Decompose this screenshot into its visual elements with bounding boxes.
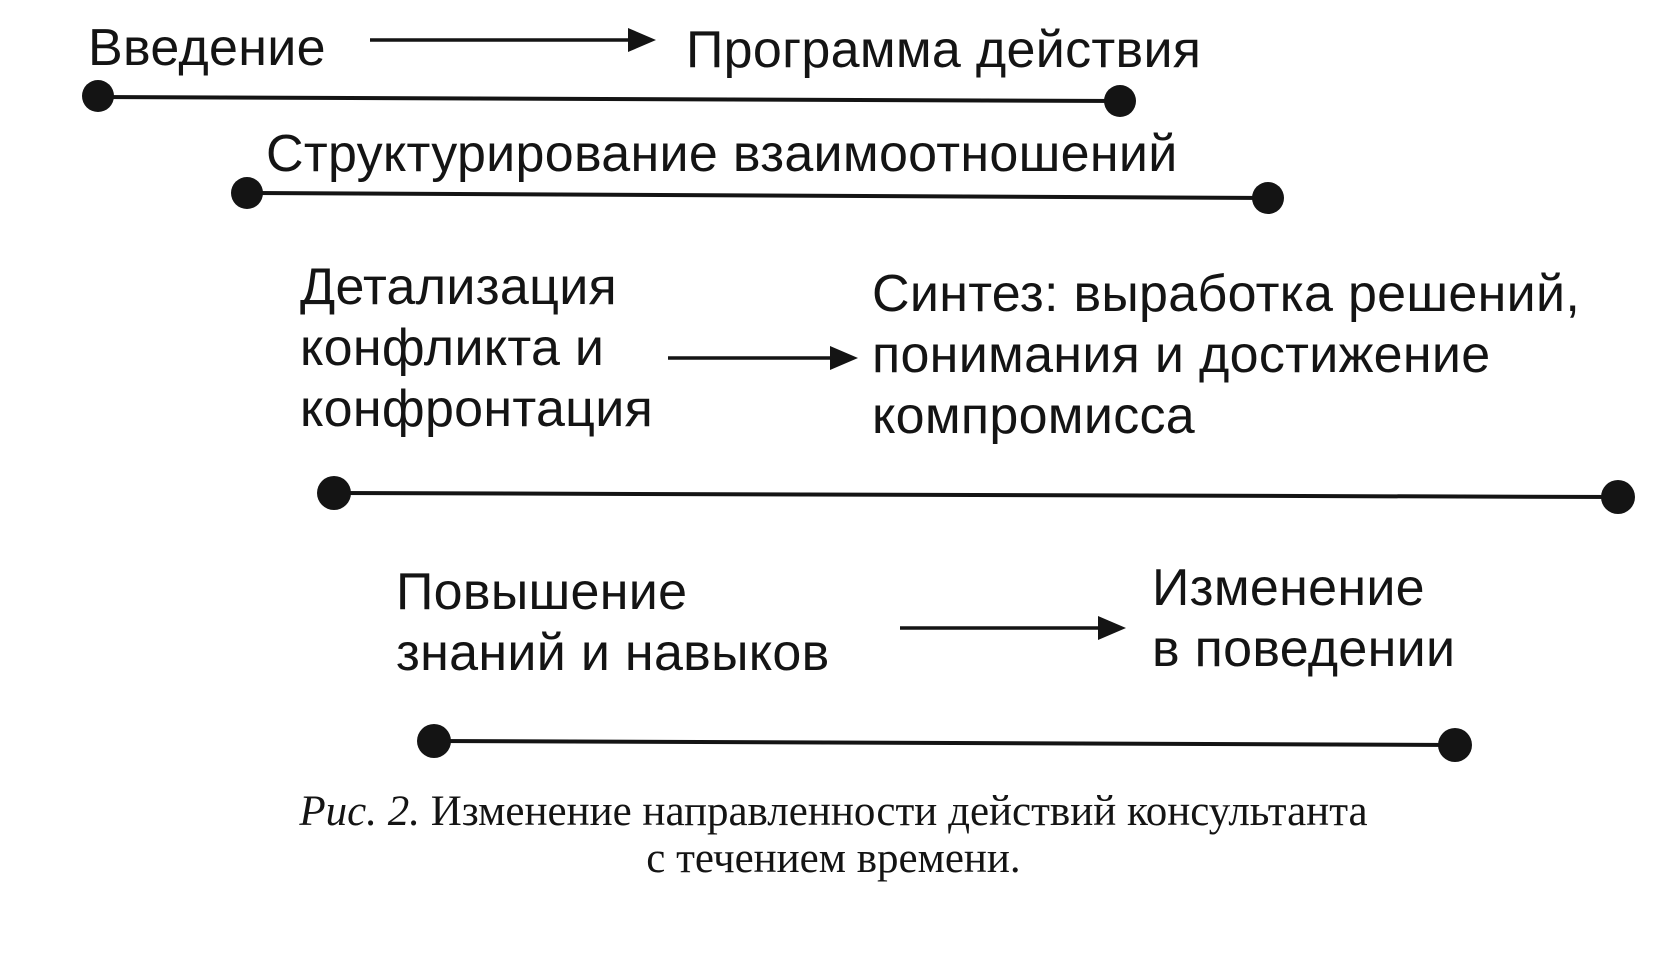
figure-caption-line-2: с течением времени. (646, 835, 1021, 882)
label-synthesis-line-3: компромисса (872, 387, 1196, 445)
label-knowledge-line-1: Повышение (396, 563, 688, 621)
figure-caption-line-1: Рис. 2. Изменение направленности действи… (0, 788, 1667, 835)
arrow-detail-to-synthesis (668, 346, 858, 370)
label-behavior-line-1: Изменение (1152, 559, 1425, 617)
figure-caption: Рис. 2. Изменение направленности действи… (0, 788, 1667, 882)
label-detail-block: Детализация конфликта и конфронтация (300, 257, 653, 440)
timeline-phase-1 (82, 80, 1136, 117)
timeline-phase-3-start-dot (317, 476, 351, 510)
label-detail-line-3: конфронтация (300, 380, 654, 438)
timeline-phase-4 (417, 724, 1472, 762)
timeline-phase-2 (231, 177, 1284, 214)
figure-caption-text-1: Изменение направленности действий консул… (430, 788, 1368, 835)
arrow-intro-to-program (370, 28, 656, 52)
label-detail-line-1: Детализация (300, 258, 618, 316)
label-knowledge-line-2: знаний и навыков (396, 624, 830, 682)
figure-caption-label: Рис. 2. (299, 788, 420, 835)
label-synthesis-block: Синтез: выработка решений, понимания и д… (872, 264, 1580, 447)
label-detail-line-2: конфликта и (300, 319, 605, 377)
label-relationship-structuring: Структурирование взаимоотношений (266, 125, 1178, 183)
timeline-phase-1-start-dot (82, 80, 114, 112)
label-synthesis-line-2: понимания и достижение (872, 326, 1491, 384)
timeline-phase-2-start-dot (231, 177, 263, 209)
label-synthesis-line-1: Синтез: выработка решений, (872, 265, 1581, 323)
timeline-phase-4-end-dot (1438, 728, 1472, 762)
timeline-phase-3 (317, 476, 1635, 514)
timeline-phase-1-end-dot (1104, 85, 1136, 117)
label-behavior-block: Изменение в поведении (1152, 558, 1455, 680)
timeline-phase-4-start-dot (417, 724, 451, 758)
arrow-knowledge-to-behavior (900, 616, 1126, 640)
label-introduction: Введение (88, 19, 326, 77)
timeline-phase-2-end-dot (1252, 182, 1284, 214)
label-behavior-line-2: в поведении (1152, 620, 1456, 678)
label-action-program: Программа действия (686, 21, 1202, 79)
label-knowledge-block: Повышение знаний и навыков (396, 562, 830, 684)
timeline-phase-3-end-dot (1601, 480, 1635, 514)
